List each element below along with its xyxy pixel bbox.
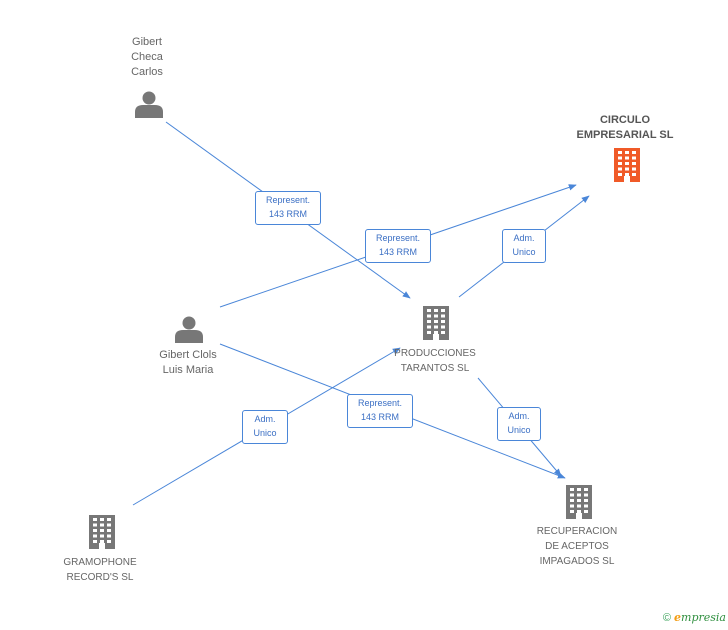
copyright-symbol: © <box>662 612 671 624</box>
edge-label-clols-recuperacion[interactable]: Represent. 143 RRM <box>347 394 413 428</box>
edge-label-gramophone-producciones[interactable]: Adm. Unico <box>242 410 288 444</box>
person-icon[interactable] <box>135 91 163 119</box>
building-icon[interactable] <box>423 306 449 340</box>
node-label-gibert-clols[interactable]: Gibert Clols Luis Maria <box>159 349 217 376</box>
edge-label-producciones-recuperacion[interactable]: Adm. Unico <box>497 407 541 441</box>
node-label-recuperacion[interactable]: RECUPERACION DE ACEPTOS IMPAGADOS SL <box>536 526 618 567</box>
icons-layer <box>89 91 640 549</box>
building-icon[interactable] <box>89 515 115 549</box>
footer-brand[interactable]: © empresia <box>663 611 726 624</box>
edge-label-producciones-circulo[interactable]: Adm. Unico <box>502 229 546 263</box>
node-label-gibert-checa[interactable]: Gibert Checa Carlos <box>131 36 163 78</box>
edge-label-checa-producciones[interactable]: Represent. 143 RRM <box>255 191 321 225</box>
edges-layer <box>132 121 590 506</box>
node-label-producciones[interactable]: PRODUCCIONES TARANTOS SL <box>394 348 476 374</box>
brand-logo: empresia <box>674 611 726 624</box>
building-icon[interactable] <box>566 485 592 519</box>
node-label-gramophone[interactable]: GRAMOPHONE RECORD'S SL <box>63 557 137 583</box>
edge-label-clols-circulo[interactable]: Represent. 143 RRM <box>365 229 431 263</box>
building-icon[interactable] <box>614 148 640 182</box>
node-label-circulo[interactable]: CIRCULO EMPRESARIAL SL <box>576 114 674 141</box>
person-icon[interactable] <box>175 316 203 344</box>
